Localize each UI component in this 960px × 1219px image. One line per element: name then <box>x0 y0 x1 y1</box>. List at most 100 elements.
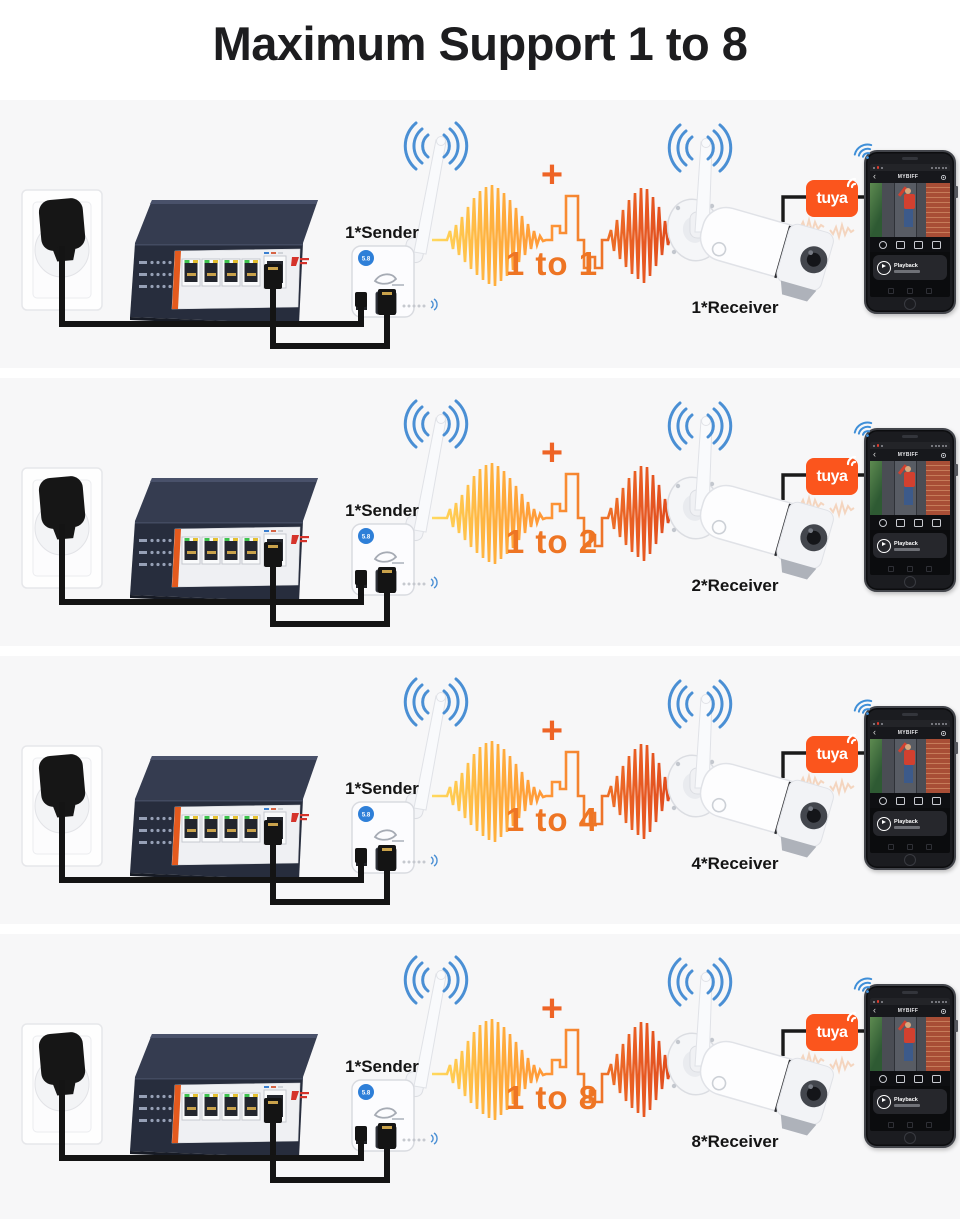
phone-nav-bar <box>870 566 950 572</box>
app-title-bar: ‹ MYBIFF <box>870 171 950 183</box>
camera-feed <box>870 739 950 793</box>
connection-diagram-row: 5.8 <box>0 100 960 368</box>
back-icon: ‹ <box>873 448 876 459</box>
ethernet-ports <box>181 814 261 843</box>
back-icon: ‹ <box>873 726 876 737</box>
page-header: Maximum Support 1 to 8 <box>0 0 960 100</box>
phone-speaker <box>902 991 918 994</box>
signal-wave <box>432 462 687 565</box>
row-artwork: 5.8 <box>21 399 868 627</box>
poe-switch <box>130 756 318 883</box>
page-title: Maximum Support 1 to 8 <box>212 17 748 70</box>
switch-brand-logo <box>291 535 309 544</box>
power-cable <box>59 246 364 327</box>
tuya-signal-arc-icon <box>846 733 857 745</box>
camera-feed <box>870 1017 950 1071</box>
signal-wave <box>432 740 687 843</box>
ratio-label: 1 to 4 <box>505 801 599 838</box>
toolbar-icon <box>914 796 924 805</box>
wireless-camera <box>666 401 834 580</box>
sender-label: 1*Sender <box>345 223 419 242</box>
app-toolbar <box>870 793 950 808</box>
switch-led-panel <box>139 260 172 289</box>
toolbar-icon <box>932 1074 942 1083</box>
plus-sign: + <box>540 988 564 1030</box>
poe-switch <box>130 1034 318 1161</box>
toolbar-icon <box>895 1074 905 1083</box>
playback-icon <box>877 816 891 831</box>
switch-led-panel <box>139 816 172 845</box>
ethernet-ports <box>181 1092 261 1121</box>
feed-plant <box>870 183 882 237</box>
camera-feed <box>870 461 950 515</box>
switch-brand-logo <box>291 813 309 822</box>
feed-person <box>905 1022 912 1028</box>
power-cable <box>59 802 364 883</box>
feed-plant <box>870 739 882 793</box>
poe-switch <box>130 478 318 605</box>
app-title-bar: ‹ MYBIFF <box>870 1005 950 1017</box>
app-title: MYBIFF <box>897 452 919 458</box>
svg-text:5.8: 5.8 <box>362 535 371 541</box>
feed-brick-wall <box>926 461 950 515</box>
tuya-signal-arc-icon <box>846 177 857 189</box>
switch-led-panel <box>139 538 172 567</box>
phone-status-bar <box>870 720 950 727</box>
sender-device: 5.8 <box>351 121 469 318</box>
toolbar-icon <box>932 518 942 527</box>
feed-brick-wall <box>926 183 950 237</box>
signal-wave <box>432 1018 687 1121</box>
phone-screen: ‹ MYBIFF <box>870 998 950 1131</box>
poe-switch <box>130 200 318 327</box>
plus-sign: + <box>540 154 564 196</box>
sender-logo <box>373 273 398 285</box>
feed-person <box>905 744 912 750</box>
sender-label: 1*Sender <box>345 779 419 798</box>
camera-feed <box>870 183 950 237</box>
smartphone: ‹ MYBIFF <box>851 696 958 870</box>
home-button <box>904 1132 916 1144</box>
playback-button: Playback <box>873 1089 947 1114</box>
ethernet-cable <box>270 842 390 905</box>
svg-text:5.8: 5.8 <box>362 813 371 819</box>
cable-plugs <box>264 264 396 315</box>
signal-wave <box>432 184 687 287</box>
ethernet-ports <box>181 536 261 565</box>
cable-plugs <box>264 820 396 871</box>
ethernet-cable <box>270 286 390 349</box>
playback-icon <box>877 538 891 553</box>
ratio-label: 1 to 8 <box>505 1079 599 1116</box>
toolbar-icon <box>932 796 942 805</box>
camera-body <box>699 762 834 858</box>
sender-logo <box>373 829 398 841</box>
cable-plugs <box>264 1098 396 1149</box>
sender-device: 5.8 <box>351 399 469 596</box>
tuya-logo-badge: tuya <box>806 455 858 495</box>
receiver-label: 4*Receiver <box>691 854 779 873</box>
toolbar-icon <box>878 796 887 805</box>
sender-label: 1*Sender <box>345 501 419 520</box>
row-artwork: 5.8 <box>21 677 868 905</box>
wireless-camera <box>666 123 834 302</box>
feed-plant <box>870 461 882 515</box>
wireless-camera <box>666 957 834 1136</box>
receiver-label: 8*Receiver <box>691 1132 779 1151</box>
tuya-signal-arc-icon <box>846 455 857 467</box>
toolbar-icon <box>895 518 905 527</box>
switch-brand-logo <box>291 1091 309 1100</box>
tuya-signal-arc-icon <box>846 1011 857 1023</box>
toolbar-icon <box>914 1074 924 1083</box>
phone-speaker <box>902 157 918 160</box>
gear-icon <box>940 452 947 458</box>
feed-brick-wall <box>926 1017 950 1071</box>
toolbar-icon <box>878 518 887 527</box>
phone-nav-bar <box>870 844 950 850</box>
tuya-logo-badge: tuya <box>806 733 858 773</box>
row-artwork: 5.8 <box>21 121 868 349</box>
phone-nav-bar <box>870 1122 950 1128</box>
app-title-bar: ‹ MYBIFF <box>870 727 950 739</box>
connection-diagram-row: 5.8 <box>0 656 960 924</box>
toolbar-icon <box>932 240 942 249</box>
smartphone: ‹ MYBIFF <box>851 140 958 314</box>
camera-body <box>699 484 834 580</box>
